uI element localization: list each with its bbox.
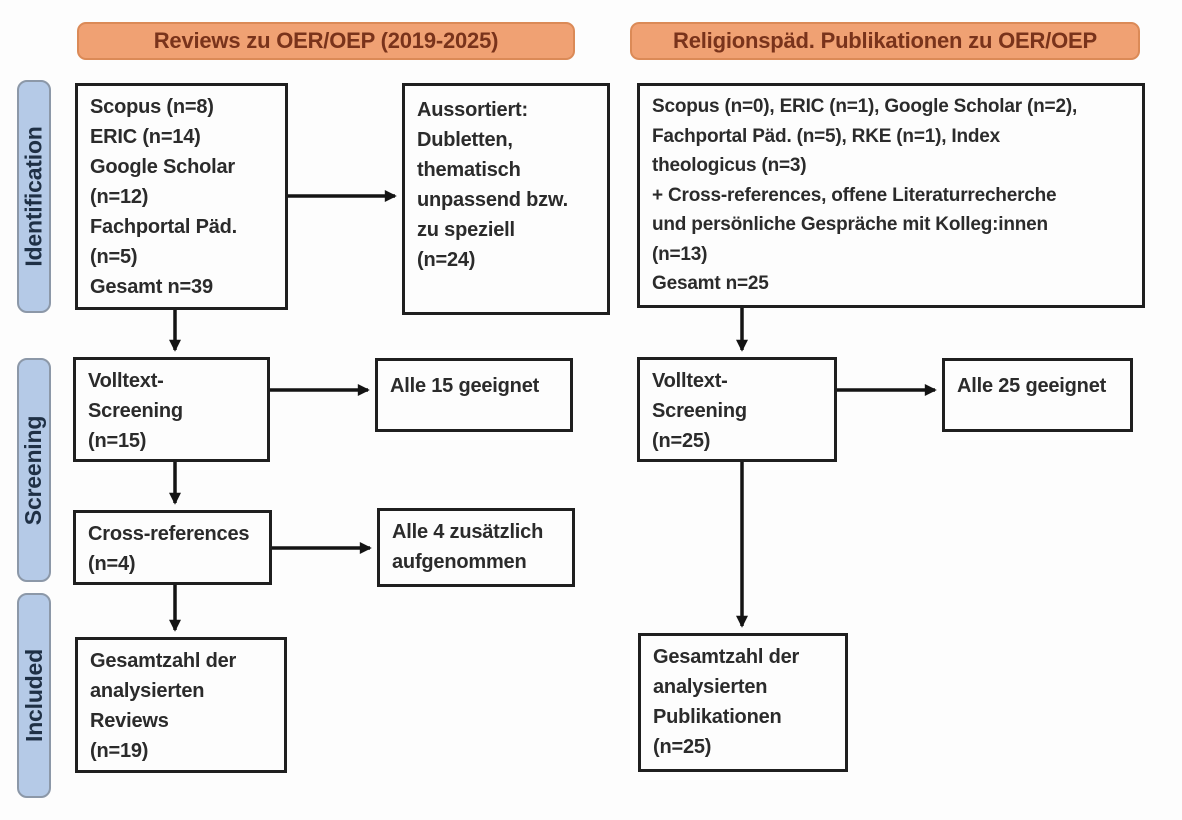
box-left-all-eligible: Alle 15 geeignet [375,358,573,432]
header-reviews-label: Reviews zu OER/OEP (2019-2025) [153,28,499,53]
header-religionspaed-column: Religionspäd. Publikationen zu OER/OEP [630,22,1140,60]
stage-included: Included [17,593,51,798]
box-right-fulltext-screening: Volltext- Screening (n=25) [637,357,837,462]
box-left-total-analyzed-reviews: Gesamtzahl der analysierten Reviews (n=1… [75,637,287,773]
box-left-additionally-included: Alle 4 zusätzlich aufgenommen [377,508,575,587]
stage-identification: Identification [17,80,51,313]
box-left-sources: Scopus (n=8) ERIC (n=14) Google Scholar … [75,83,288,310]
box-right-all-eligible: Alle 25 geeignet [942,358,1133,432]
stage-identification-label: Identification [20,126,47,267]
stage-screening: Screening [17,358,51,582]
box-left-fulltext-screening: Volltext- Screening (n=15) [73,357,270,462]
header-religionspaed-label: Religionspäd. Publikationen zu OER/OEP [673,28,1097,53]
header-reviews-column: Reviews zu OER/OEP (2019-2025) [77,22,575,60]
stage-screening-label: Screening [20,415,47,525]
box-left-excluded: Aussortiert: Dubletten, thematisch unpas… [402,83,610,315]
box-right-sources: Scopus (n=0), ERIC (n=1), Google Scholar… [637,83,1145,308]
box-right-total-analyzed-publications: Gesamtzahl der analysierten Publikatione… [638,633,848,772]
stage-included-label: Included [20,649,47,742]
box-left-cross-references: Cross-references (n=4) [73,510,272,585]
